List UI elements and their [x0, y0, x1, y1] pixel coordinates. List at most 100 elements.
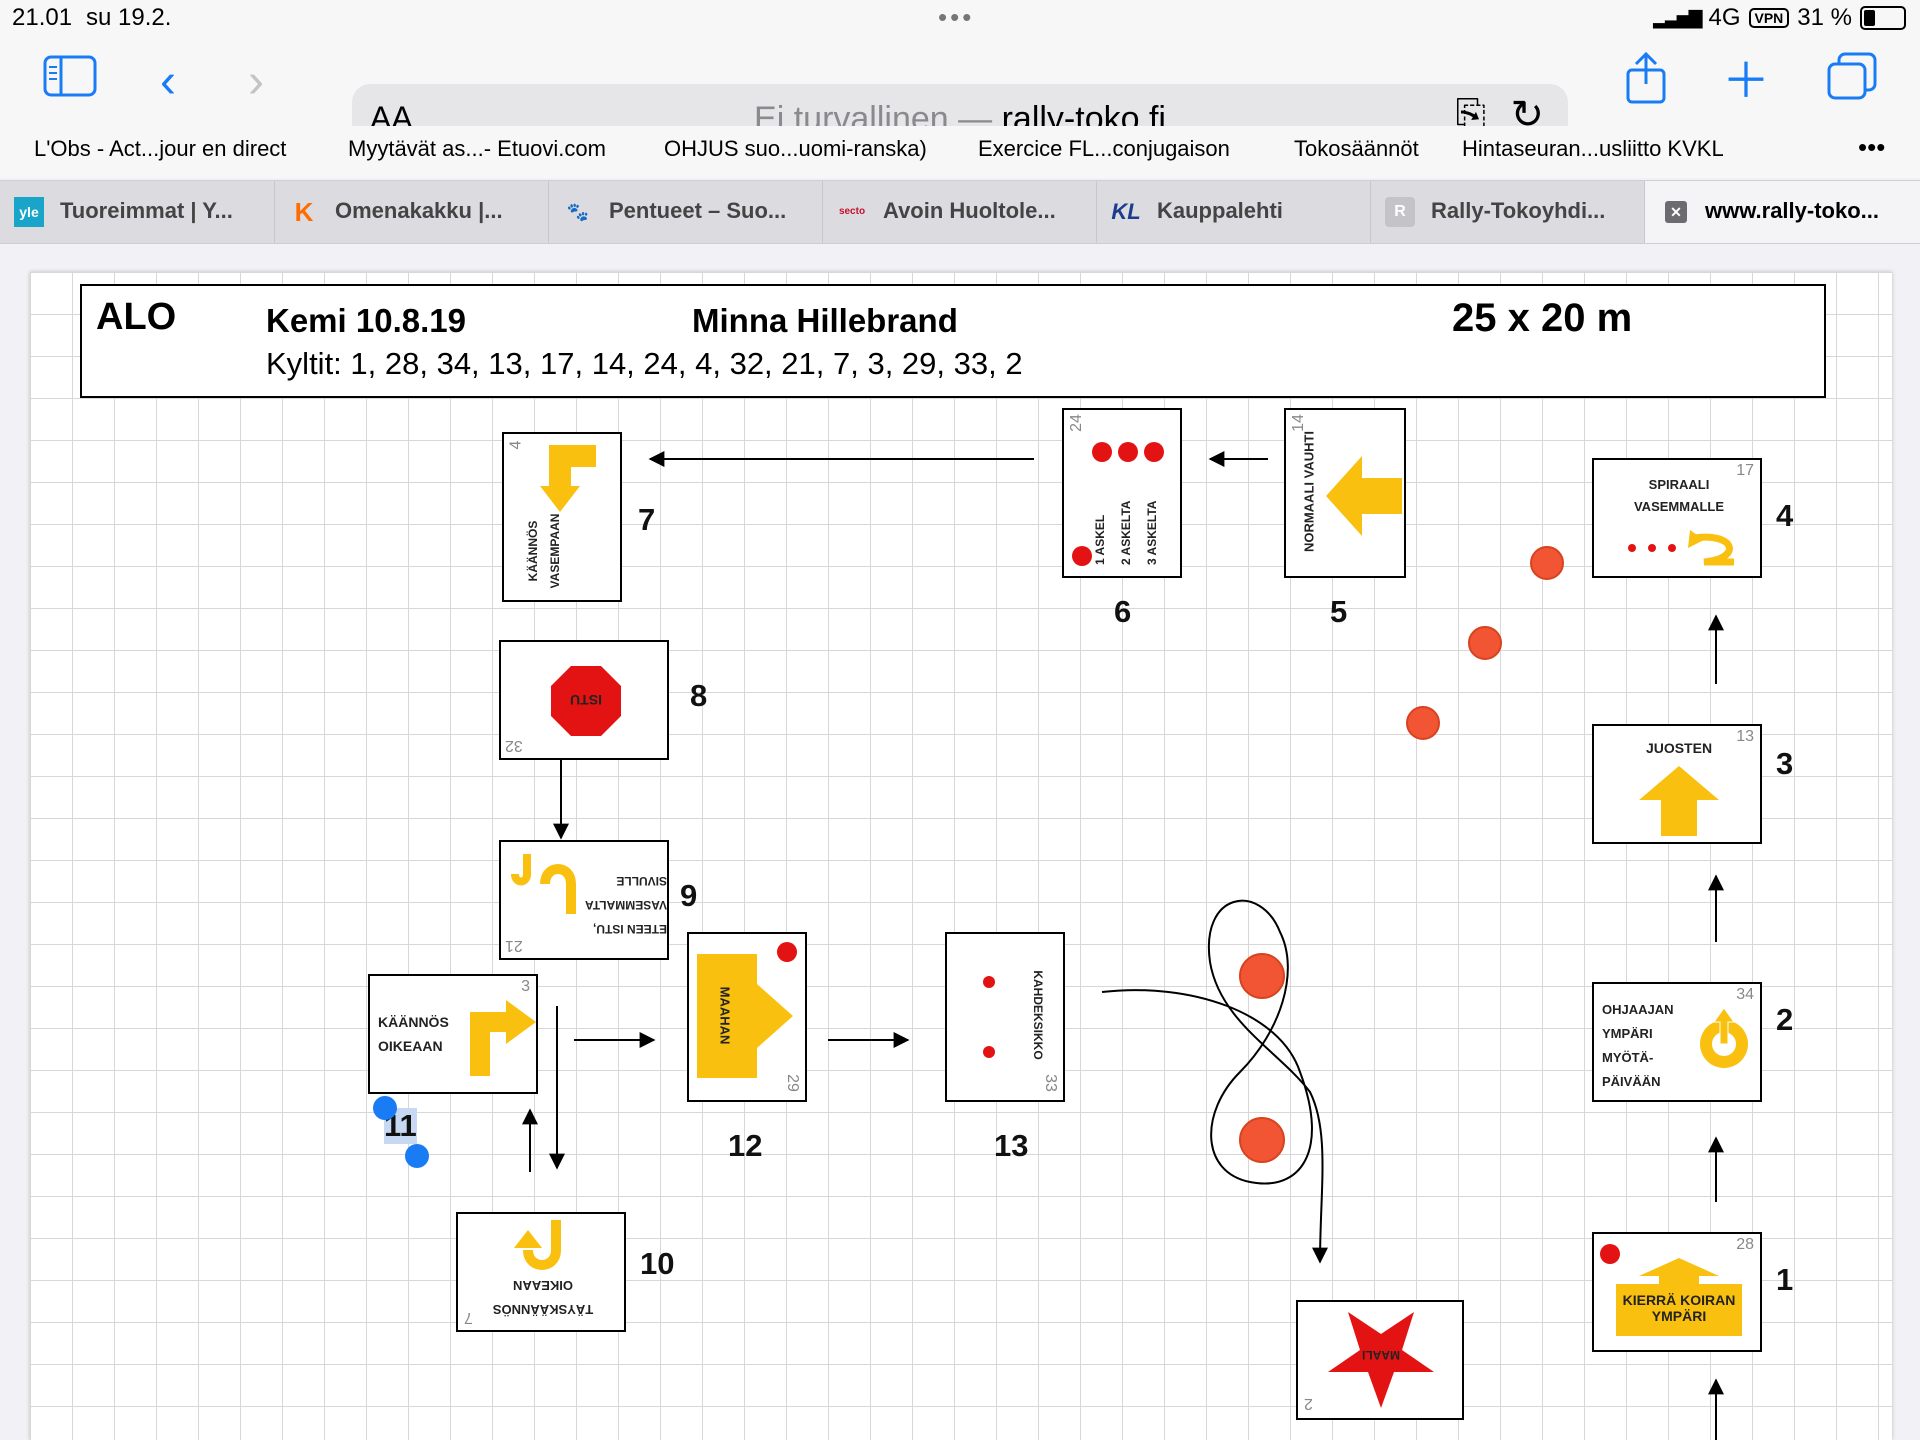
signal-icon: ▂▃▅▇ [1653, 7, 1702, 28]
tab-overview-icon[interactable] [1820, 52, 1884, 115]
cone-dot-icon [983, 1046, 995, 1058]
finish-star-icon [1328, 1312, 1434, 1408]
sign-id: 34 [1736, 986, 1754, 1003]
sign-card-7: 4 KÄÄNNÖS VASEMPAAN [502, 432, 622, 602]
arrow-up-icon [1639, 766, 1719, 836]
spiral-left-icon [1628, 530, 1734, 566]
more-bookmarks-icon[interactable]: ••• [1858, 132, 1886, 162]
class-label: ALO [96, 296, 177, 338]
course-map: ALO Kemi 10.8.19 Minna Hillebrand 25 x 2… [30, 272, 1892, 1440]
bookmark-item[interactable]: OHJUS suo...uomi-ranska) [664, 136, 927, 161]
sign-card-4: 17 SPIRAALI VASEMMALLE [1592, 458, 1762, 578]
battery-icon [1860, 6, 1906, 30]
turn-left-icon [540, 445, 596, 512]
course-header: ALO Kemi 10.8.19 Minna Hillebrand 25 x 2… [80, 284, 1826, 398]
cone-marker [1530, 546, 1564, 580]
dog-favicon-icon: 🐾 [566, 202, 590, 222]
sign-text: MAAHAN [717, 986, 733, 1045]
turn-right-icon [470, 1000, 536, 1076]
sign-id: 28 [1736, 1236, 1754, 1253]
bookmark-item[interactable]: Tokosäännöt [1294, 136, 1419, 161]
bookmark-item[interactable]: Hintaseuran...usliitto KVKL [1462, 136, 1724, 161]
status-date: su 19.2. [86, 4, 172, 31]
sign-text-1: TÄYSKÄÄNNÖS [492, 1302, 594, 1317]
tab-label: www.rally-toko... [1705, 198, 1879, 223]
cone-marker [1239, 1117, 1285, 1163]
sign-text-1: KÄÄNNÖS [526, 520, 540, 582]
yle-favicon-icon: yle [14, 197, 44, 227]
sign-card-11: 3 KÄÄNNÖS OIKEAAN [368, 974, 538, 1094]
sign-text-2: 2 ASKELTA [1119, 500, 1133, 565]
tab-kauppalehti[interactable]: KL Kauppalehti [1097, 181, 1371, 243]
tab-label: Kauppalehti [1157, 198, 1283, 223]
vpn-badge: VPN [1748, 8, 1790, 28]
stop-dot-icon [777, 942, 797, 962]
sign-text-2: OIKEAAN [378, 1038, 443, 1054]
share-icon[interactable] [1614, 51, 1678, 119]
event-label: Kemi 10.8.19 [266, 302, 466, 339]
tab-yle[interactable]: yle Tuoreimmat | Y... [0, 181, 275, 243]
sign-text-2: OIKEAAN [513, 1278, 573, 1293]
bookmark-item[interactable]: Myytävät as...- Etuovi.com [348, 136, 606, 161]
sign-id: 21 [505, 937, 523, 954]
sign-card-9: 21 ETEEN ISTU, VASEMMALTA SIVULLE [499, 840, 669, 960]
multitasking-dots-icon[interactable]: ••• [938, 2, 975, 32]
tab-rally-tokoyhdistys[interactable]: R Rally-Tokoyhdi... [1371, 181, 1645, 243]
bookmark-item[interactable]: L'Obs - Act...jour en direct [34, 136, 287, 161]
sign-card-12: 29 MAAHAN [687, 932, 807, 1102]
signs-list: Kyltit: 1, 28, 34, 13, 17, 14, 24, 4, 32… [266, 346, 1023, 381]
new-tab-plus-icon[interactable]: ＋ [1721, 55, 1770, 108]
sign-card-3: 13 JUOSTEN [1592, 724, 1762, 844]
sign-text-3: SIVULLE [616, 874, 667, 888]
sign-card-8: 32 ISTU [499, 640, 669, 760]
sign-order-number: 7 [638, 502, 656, 537]
tab-huolto[interactable]: secto Avoin Huoltole... [823, 181, 1097, 243]
sign-text-2: VASEMMALTA [585, 898, 667, 912]
browser-toolbar: ‹ › AA Ei turvallinen — rally-toko.fi ⎘ … [0, 38, 1920, 156]
sign-text-1: 1 ASKEL [1093, 514, 1107, 565]
sign-order-number: 6 [1114, 594, 1132, 629]
cone-marker [1468, 626, 1502, 660]
sign-order-number: 12 [728, 1128, 763, 1163]
sign-text: KIERRÄ KOIRAN YMPÄRI [1616, 1284, 1742, 1336]
sign-text: KAHDEKSIKKO [1031, 970, 1045, 1060]
secto-favicon-icon: secto [838, 206, 866, 217]
circle-arrow-icon [1700, 1008, 1748, 1068]
sign-text-3: 3 ASKELTA [1145, 500, 1159, 565]
close-tab-icon[interactable]: ✕ [1665, 201, 1687, 223]
down-arrow-right-icon [697, 954, 793, 1078]
stop-sign-icon [551, 666, 621, 736]
sign-card-13: 33 KAHDEKSIKKO [945, 932, 1065, 1102]
sign-text: JUOSTEN [1645, 740, 1713, 756]
sign-card-2: 34 OHJAAJAN YMPÄRI MYÖTÄ-PÄIVÄÄN [1592, 982, 1762, 1102]
tab-pentueet[interactable]: 🐾 Pentueet – Suo... [549, 181, 823, 243]
tab-label: Omenakakku |... [335, 198, 503, 223]
sign-order-number: 4 [1776, 498, 1794, 533]
sign-order-number: 13 [994, 1128, 1029, 1163]
size-label: 25 x 20 m [1452, 296, 1633, 340]
sidebar-icon[interactable] [38, 52, 102, 112]
judge-label: Minna Hillebrand [692, 302, 958, 339]
text-selection-handle-start[interactable] [373, 1096, 397, 1120]
sign-id: 32 [505, 737, 523, 754]
sign-card-1: 28 KIERRÄ KOIRAN YMPÄRI [1592, 1232, 1762, 1352]
forward-chevron-icon[interactable]: › [248, 55, 264, 108]
sign-id: 17 [1736, 462, 1754, 479]
stop-dot-icon [1600, 1244, 1620, 1264]
status-bar: 21.01 su 19.2. ••• ▂▃▅▇ 4G VPN 31 % [0, 0, 1920, 38]
sign-text: SPIRAALI VASEMMALLE [1633, 477, 1725, 514]
sign-card-5: 14 NORMAALI VAUHTI [1284, 408, 1406, 578]
k-favicon-icon: K [294, 197, 314, 227]
text-selection-handle-end[interactable] [405, 1144, 429, 1168]
back-chevron-icon[interactable]: ‹ [160, 55, 176, 108]
sign-order-number: 9 [680, 878, 698, 913]
sign-id: 24 [1067, 414, 1085, 432]
sign-order-number: 8 [690, 678, 708, 713]
bookmark-item[interactable]: Exercice FL...conjugaison [978, 136, 1230, 161]
tab-omenakakku[interactable]: K Omenakakku |... [275, 181, 549, 243]
finish-sign-card: 2 MAALI [1296, 1300, 1464, 1420]
tab-rally-toko-active[interactable]: ✕ www.rally-toko... [1645, 181, 1920, 243]
tab-label: Avoin Huoltole... [883, 198, 1056, 223]
sign-text: MAALI [1362, 1348, 1400, 1362]
kl-favicon-icon: KL [1111, 199, 1141, 224]
